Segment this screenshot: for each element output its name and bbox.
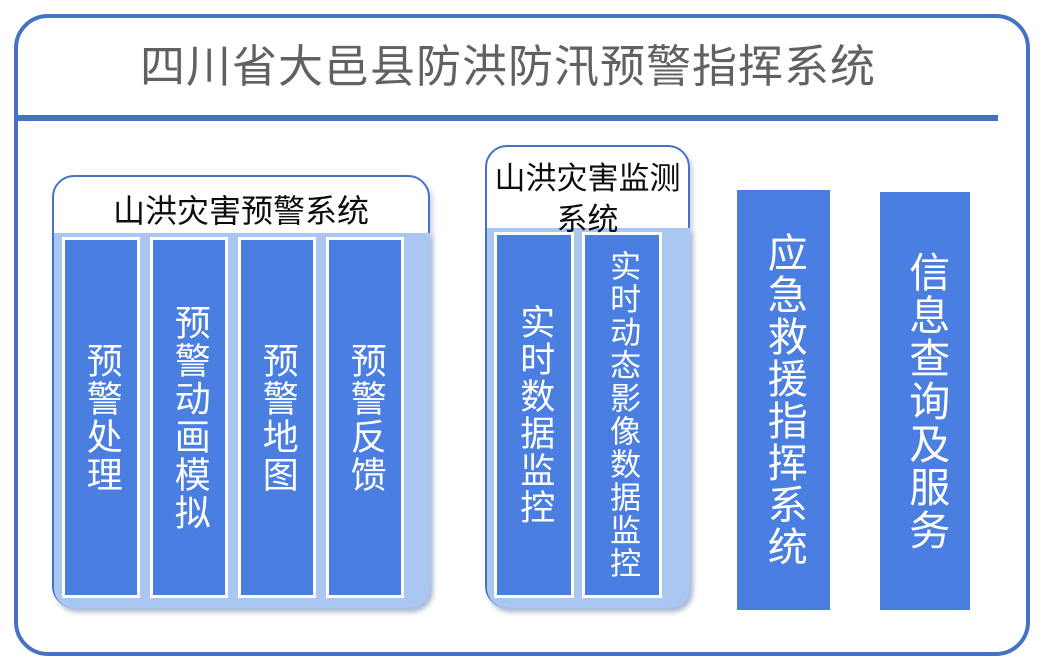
bar-warning-feedback[interactable]: 预警反馈 xyxy=(326,237,404,598)
bar-label: 应急救援指挥系统 xyxy=(760,232,807,568)
bar-warning-handling[interactable]: 预警处理 xyxy=(62,237,140,598)
bar-realtime-data-monitoring[interactable]: 实时数据监控 xyxy=(494,232,574,598)
bar-label: 预警反馈 xyxy=(344,341,386,494)
bar-realtime-dynamic-image-data-monitoring[interactable]: 实时动态影像数据监控 xyxy=(582,232,662,598)
group-panel-monitoring-system: 实时数据监控 实时动态影像数据监控 xyxy=(487,228,690,608)
bar-warning-map[interactable]: 预警地图 xyxy=(238,237,316,598)
bar-emergency-rescue-command-system[interactable]: 应急救援指挥系统 xyxy=(737,190,830,610)
header-divider xyxy=(18,115,998,121)
bar-warning-animation-simulation[interactable]: 预警动画模拟 xyxy=(150,237,228,598)
group-panel-warning-system: 预警处理 预警动画模拟 预警地图 预警反馈 xyxy=(54,233,430,608)
bar-label: 预警处理 xyxy=(80,341,122,494)
bar-information-query-and-service[interactable]: 信息查询及服务 xyxy=(880,192,970,610)
bar-label: 实时动态影像数据监控 xyxy=(604,250,641,580)
bar-label: 预警动画模拟 xyxy=(168,303,210,532)
bar-label: 预警地图 xyxy=(256,341,298,494)
page-title: 四川省大邑县防洪防汛预警指挥系统 xyxy=(139,40,876,93)
bar-label: 实时数据监控 xyxy=(514,304,555,526)
group-title-warning-system: 山洪灾害预警系统 xyxy=(112,192,369,230)
bar-label: 信息查询及服务 xyxy=(901,250,950,552)
